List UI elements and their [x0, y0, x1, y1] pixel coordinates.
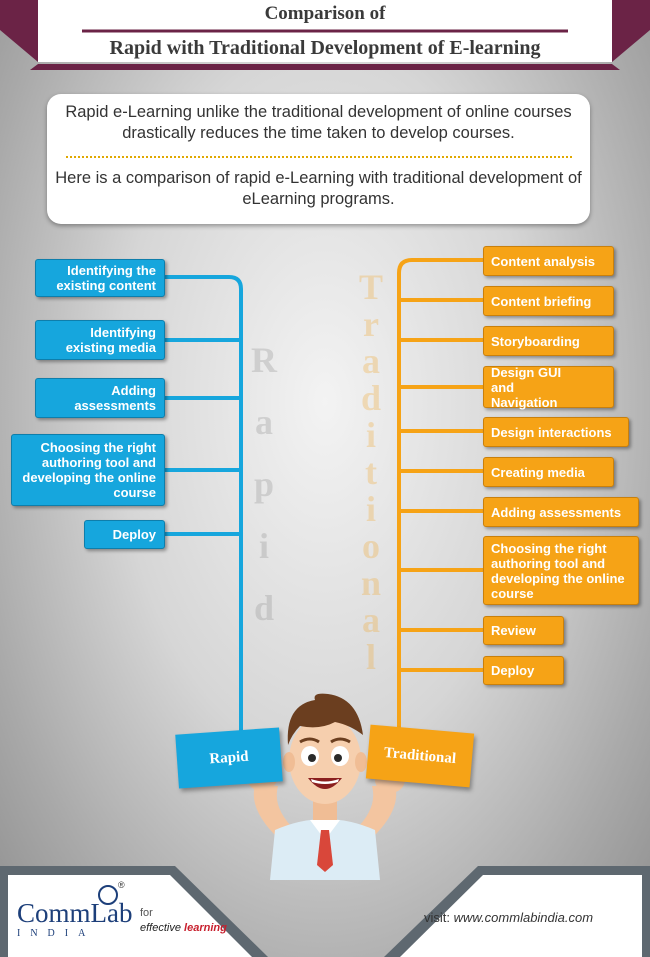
rapid-tag-label: Rapid: [208, 748, 250, 767]
traditional-step-9: Review: [483, 616, 564, 645]
traditional-step-10: Deploy: [483, 656, 564, 685]
rapid-step-3-label: Adding assessments: [74, 383, 156, 413]
watermark-letter: o: [362, 526, 380, 566]
watermark-letter: l: [365, 637, 376, 677]
watermark-letter: i: [365, 489, 376, 529]
registered-mark: ®: [118, 880, 125, 890]
watermark-letter: R: [251, 340, 277, 380]
traditional-step-8: Choosing the right authoring tool and de…: [483, 536, 639, 605]
page-title-line1: Comparison of: [264, 3, 386, 24]
title-banner: [0, 0, 650, 70]
watermark-letter: r: [363, 304, 379, 344]
traditional-connectors: [397, 258, 486, 732]
rapid-step-4-label: Choosing the right authoring tool and de…: [22, 440, 156, 500]
footer-bar: [0, 866, 650, 957]
rapid-step-2-label: Identifying existing media: [65, 325, 156, 355]
watermark-letter: i: [258, 526, 269, 566]
rapid-step-3: Adding assessments: [35, 378, 165, 418]
commlab-logo-icon: [98, 885, 118, 905]
traditional-step-5: Design interactions: [483, 417, 629, 447]
watermark-letter: t: [365, 452, 377, 492]
traditional-step-1: Content analysis: [483, 246, 614, 276]
watermark-letter: p: [253, 464, 275, 504]
traditional-step-9-label: Review: [491, 623, 536, 638]
watermark-letter: T: [358, 267, 383, 307]
traditional-tag-label: Traditional: [383, 744, 457, 767]
logo-text: CommLab: [17, 898, 133, 928]
traditional-step-5-label: Design interactions: [491, 424, 612, 440]
intro-box: Rapid e-Learning unlike the traditional …: [47, 94, 590, 224]
rapid-step-5-label: Deploy: [112, 527, 156, 542]
tagline-for: for: [140, 907, 153, 919]
traditional-step-2: Content briefing: [483, 286, 614, 316]
character-illustration: [247, 693, 405, 880]
rapid-step-1-label: Identifying the existing content: [56, 263, 156, 293]
traditional-step-10-label: Deploy: [491, 663, 535, 678]
intro-divider: [66, 156, 572, 158]
intro-paragraph-2: Here is a comparison of rapid e-Learning…: [55, 169, 582, 208]
traditional-step-6: Creating media: [483, 457, 614, 487]
tagline: effective learning: [140, 922, 227, 934]
rapid-step-2: Identifying existing media: [35, 320, 165, 360]
traditional-step-1-label: Content analysis: [491, 253, 596, 269]
traditional-step-2-label: Content briefing: [491, 293, 592, 309]
visit-label: visit:: [424, 910, 450, 925]
watermark-letter: n: [360, 563, 382, 603]
rapid-tag: Rapid: [175, 727, 283, 789]
watermark-letter: d: [360, 378, 382, 418]
tagline-effective: effective: [140, 922, 181, 934]
traditional-step-3: Storyboarding: [483, 326, 614, 356]
traditional-step-4: Design GUI and Navigation: [483, 364, 614, 410]
rapid-step-1: Identifying the existing content: [35, 259, 165, 297]
traditional-step-7: Adding assessments: [483, 497, 639, 527]
traditional-step-7-label: Adding assessments: [491, 504, 622, 520]
traditional-step-3-label: Storyboarding: [491, 333, 580, 349]
traditional-step-6-label: Creating media: [491, 464, 585, 480]
rapid-connectors: [162, 275, 243, 734]
watermark-letter: d: [253, 588, 275, 628]
watermark-letter: i: [365, 415, 376, 455]
watermark-letter: a: [362, 600, 380, 640]
intro-paragraph-1: Rapid e-Learning unlike the traditional …: [65, 103, 572, 142]
rapid-step-4: Choosing the right authoring tool and de…: [11, 434, 165, 506]
watermark-letter: a: [362, 341, 380, 381]
traditional-step-8-label: Choosing the right authoring tool and de…: [491, 540, 625, 601]
tagline-learning: learning: [184, 922, 227, 934]
traditional-tag: Traditional: [365, 724, 475, 788]
rapid-step-5: Deploy: [84, 520, 165, 549]
traditional-step-4-label: Design GUI and Navigation: [491, 364, 562, 410]
watermark-letter: a: [255, 402, 273, 442]
page-title-line2: Rapid with Traditional Development of E-…: [109, 37, 541, 59]
footer-visit: visit: www.commlabindia.com: [424, 910, 593, 925]
website-link[interactable]: www.commlabindia.com: [453, 910, 594, 925]
logo-subtext: INDIA: [17, 928, 96, 939]
